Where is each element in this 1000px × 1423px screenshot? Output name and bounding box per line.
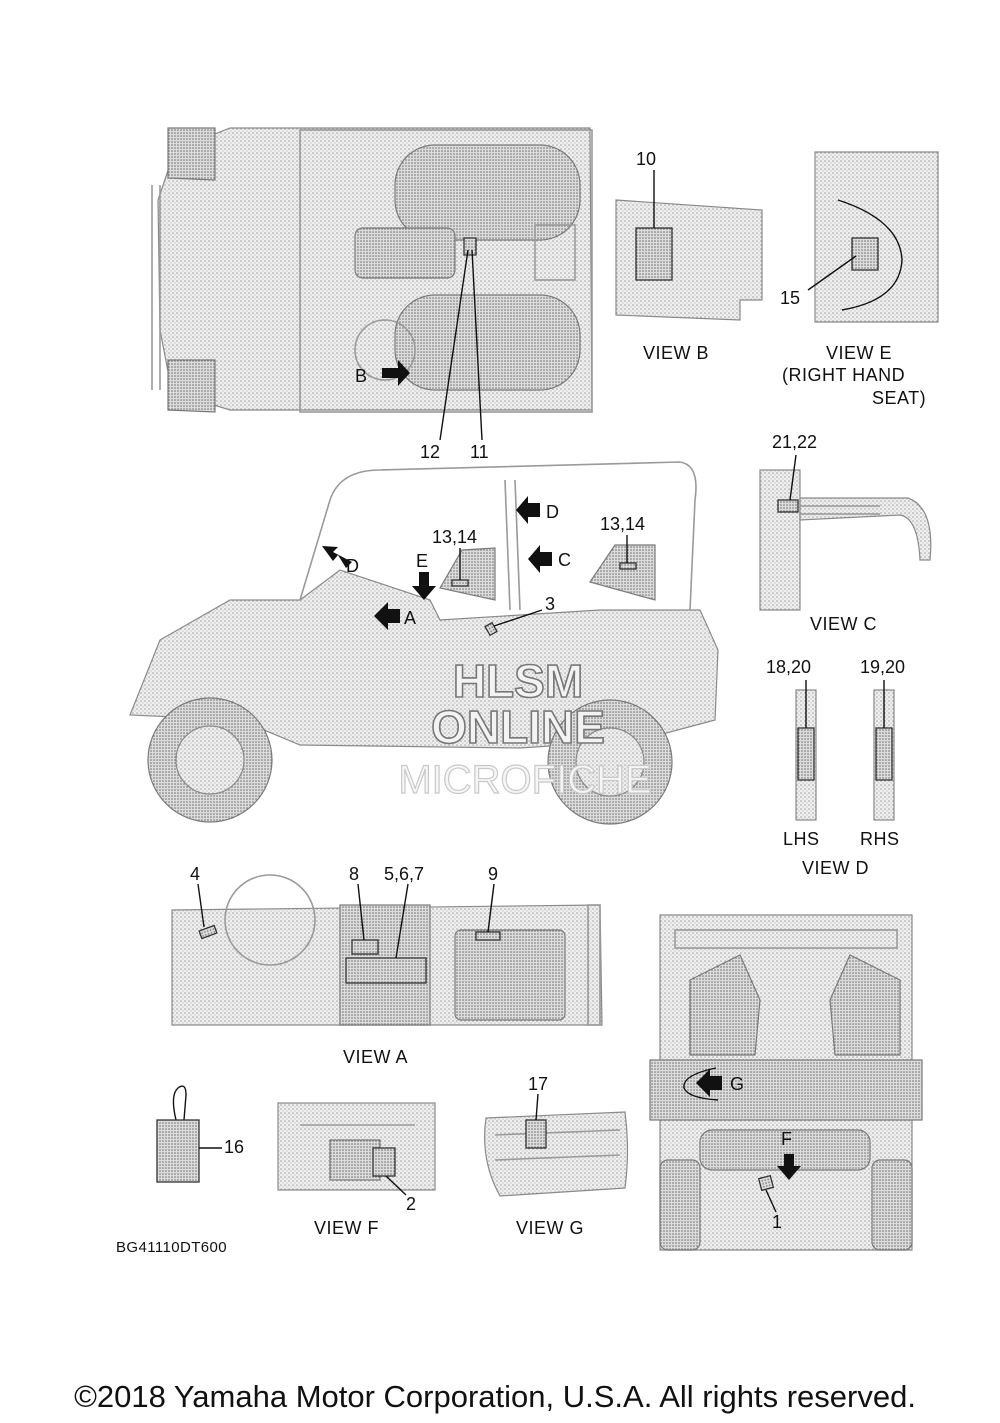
decal-15 bbox=[851, 237, 879, 271]
arrow-g: G bbox=[696, 1069, 744, 1097]
callout-16: 16 bbox=[224, 1137, 244, 1157]
view-c-label: VIEW C bbox=[810, 614, 877, 634]
callout-5-6-7: 5,6,7 bbox=[384, 864, 424, 884]
copyright-notice: ©2018 Yamaha Motor Corporation, U.S.A. A… bbox=[74, 1379, 916, 1414]
arrow-b-label: B bbox=[355, 366, 367, 386]
callout-15: 15 bbox=[780, 288, 800, 308]
decal-11 bbox=[463, 237, 477, 256]
decal-2 bbox=[372, 1147, 396, 1177]
decal-19-20 bbox=[875, 727, 893, 781]
decal-10 bbox=[635, 227, 673, 281]
arrow-e-label: E bbox=[416, 551, 428, 571]
diagram-code: BG41110DT600 bbox=[116, 1239, 227, 1256]
callout-12: 12 bbox=[420, 442, 440, 462]
decal-21-22 bbox=[777, 499, 799, 513]
view-e-label: VIEW E bbox=[826, 343, 892, 363]
arrow-a: A bbox=[374, 602, 416, 630]
view-f-label: VIEW F bbox=[314, 1218, 379, 1238]
callout-18-20: 18,20 bbox=[766, 657, 811, 677]
view-f-detail: 2 VIEW F bbox=[277, 1102, 436, 1238]
arrow-a-label: A bbox=[404, 608, 416, 628]
callout-4: 4 bbox=[190, 864, 200, 884]
callout-17: 17 bbox=[528, 1074, 548, 1094]
arrow-d-label-2: D bbox=[346, 556, 359, 576]
arrow-b: B bbox=[355, 360, 410, 386]
callout-8: 8 bbox=[349, 864, 359, 884]
view-e-label-line3: SEAT) bbox=[872, 388, 926, 408]
callout-19-20: 19,20 bbox=[860, 657, 905, 677]
callout-13-14-front: 13,14 bbox=[432, 527, 477, 547]
callout-21-22: 21,22 bbox=[772, 432, 817, 452]
arrow-d-front: D bbox=[322, 546, 359, 576]
callout-13-14-rear: 13,14 bbox=[600, 514, 645, 534]
arrow-f: F bbox=[777, 1129, 801, 1180]
view-d-detail: 18,20 19,20 LHS RHS VIEW D bbox=[766, 657, 905, 878]
decal-18-20 bbox=[797, 727, 815, 781]
decal-16 bbox=[156, 1119, 200, 1183]
arrow-d-label-1: D bbox=[546, 502, 559, 522]
view-d-rhs-label: RHS bbox=[860, 829, 900, 849]
rear-view-vehicle: 1 bbox=[649, 914, 923, 1251]
decal-3 bbox=[484, 621, 498, 637]
decal-4 bbox=[198, 924, 218, 940]
callout-11: 11 bbox=[470, 442, 489, 462]
arrow-c: C bbox=[528, 545, 571, 573]
view-b-label: VIEW B bbox=[643, 343, 709, 363]
side-view-vehicle bbox=[129, 461, 719, 825]
arrow-e: E bbox=[412, 551, 436, 600]
decal-1 bbox=[757, 1174, 775, 1192]
callout-9: 9 bbox=[488, 864, 498, 884]
arrow-c-label: C bbox=[558, 550, 571, 570]
watermark-line2: ONLINE bbox=[431, 701, 605, 753]
view-e-detail: 15 VIEW E (RIGHT HAND SEAT) bbox=[780, 151, 939, 408]
decal-5-6-7 bbox=[345, 957, 427, 984]
watermark: HLSM ONLINE MICROFICHE bbox=[398, 654, 653, 802]
arrow-d-roll-bar: D bbox=[516, 496, 559, 524]
view-b-detail: 10 VIEW B bbox=[615, 149, 763, 363]
view-e-label-line2: (RIGHT HAND bbox=[782, 365, 905, 385]
callout-2: 2 bbox=[406, 1194, 416, 1214]
view-c-detail: 21,22 VIEW C bbox=[759, 432, 932, 634]
hang-tag-16: 16 bbox=[156, 1085, 244, 1183]
decal-17 bbox=[525, 1119, 547, 1149]
decal-9 bbox=[475, 931, 501, 941]
view-a-label: VIEW A bbox=[343, 1047, 408, 1067]
view-g-label: VIEW G bbox=[516, 1218, 584, 1238]
callout-10: 10 bbox=[636, 149, 656, 169]
callout-3: 3 bbox=[545, 594, 555, 614]
top-view-vehicle bbox=[151, 127, 593, 413]
decal-13-14-rear-seat bbox=[619, 562, 637, 570]
callout-1: 1 bbox=[772, 1212, 782, 1232]
view-d-label: VIEW D bbox=[802, 858, 869, 878]
arrow-g-label: G bbox=[730, 1074, 744, 1094]
decal-8 bbox=[351, 939, 379, 955]
view-d-lhs-label: LHS bbox=[783, 829, 820, 849]
watermark-line3: MICROFICHE bbox=[398, 758, 651, 802]
watermark-line1: HLSM bbox=[453, 655, 583, 707]
view-g-detail: 17 VIEW G bbox=[484, 1074, 629, 1238]
view-a-detail: 4 8 5,6,7 9 VIEW A bbox=[171, 864, 603, 1067]
arrow-f-label: F bbox=[781, 1129, 792, 1149]
decal-13-14-front-seat bbox=[451, 579, 469, 587]
